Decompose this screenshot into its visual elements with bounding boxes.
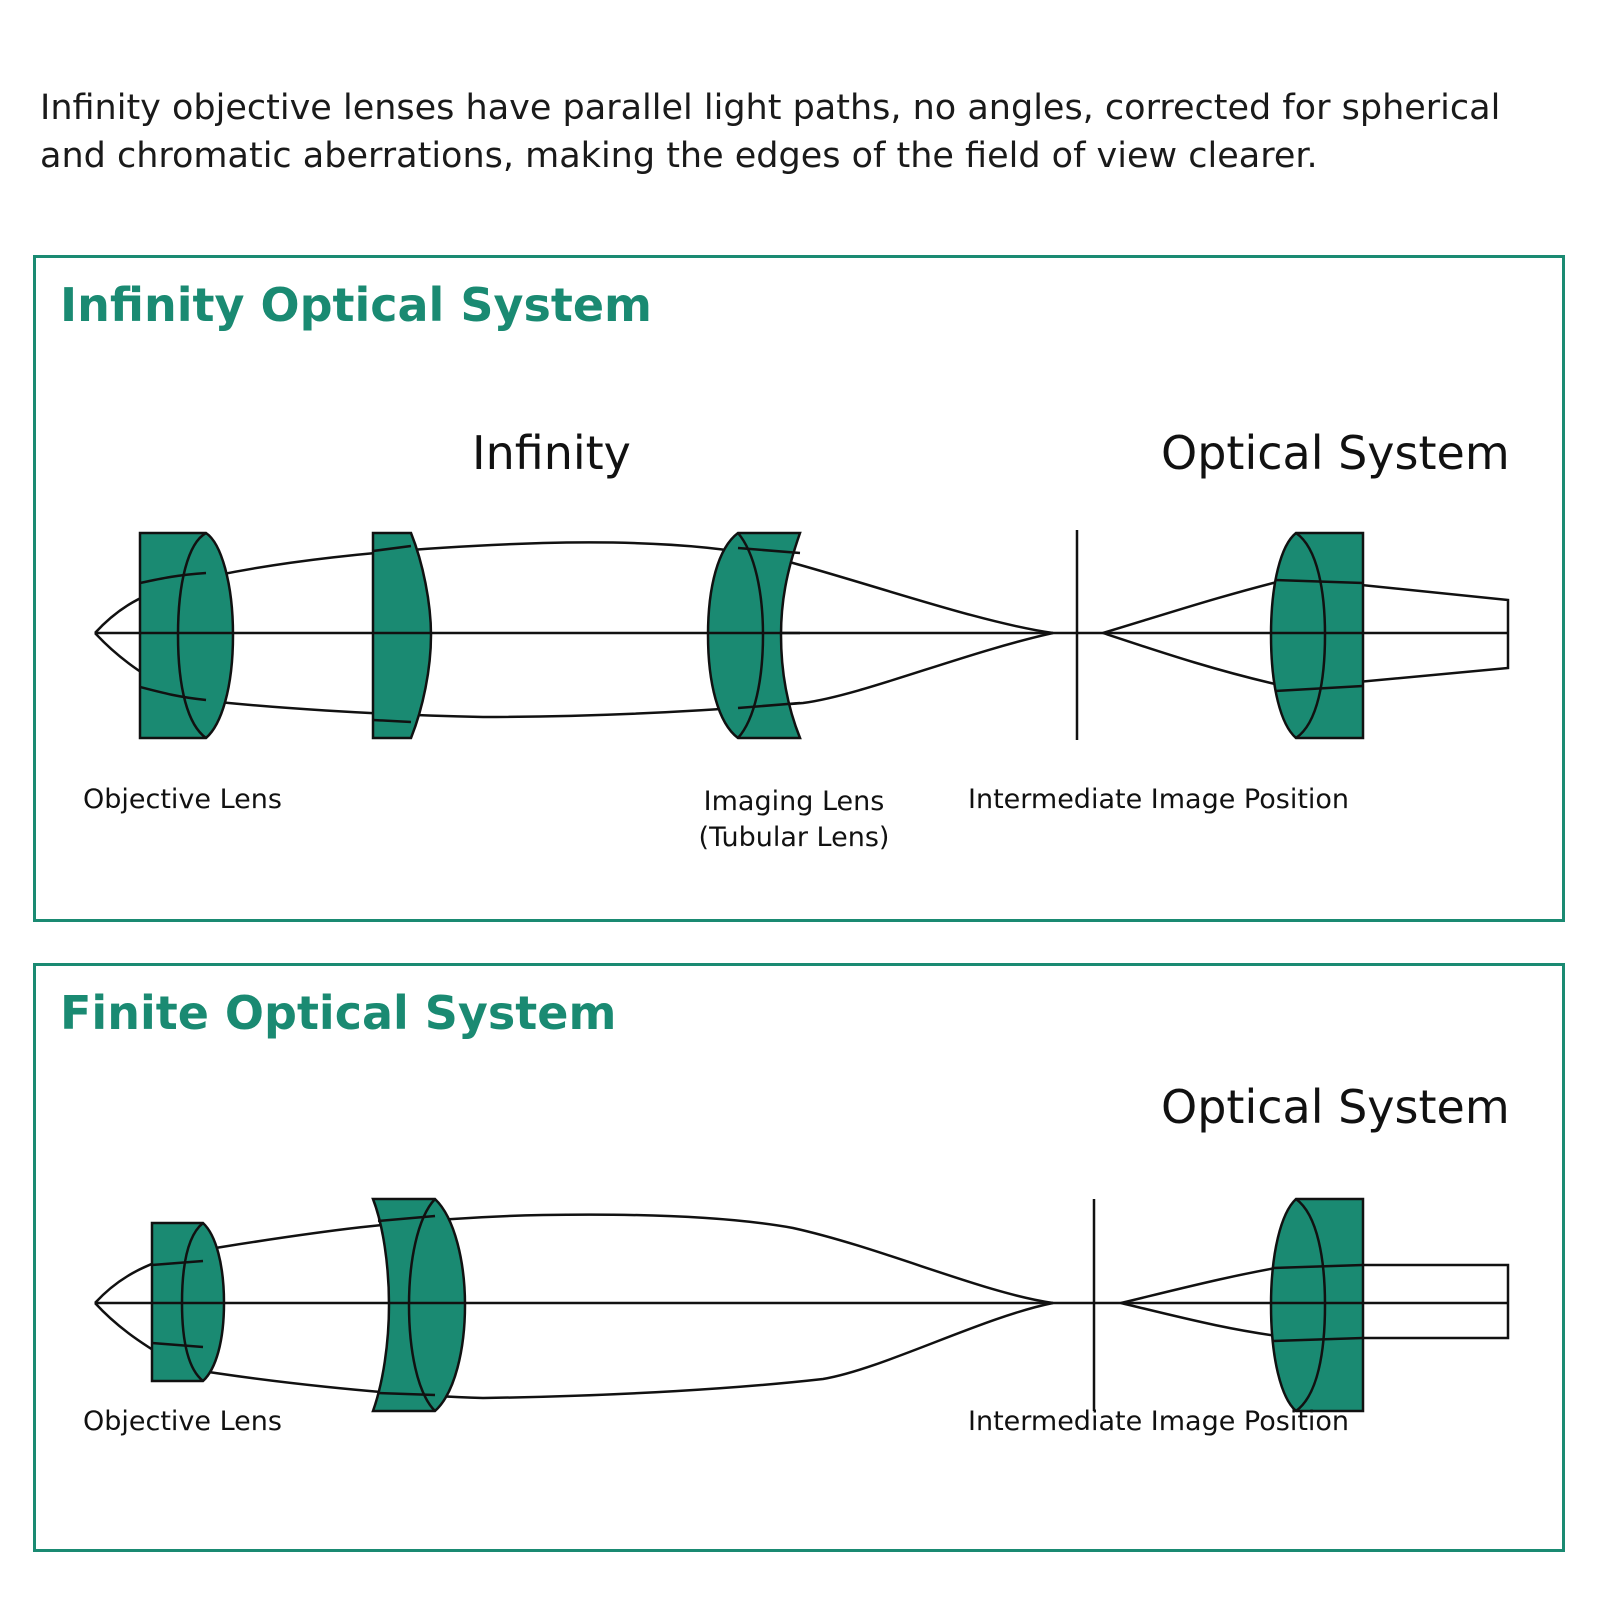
finite-optical-system-panel: Finite Optical System [33, 963, 1565, 1552]
infinity-panel-title: Infinity Optical System [60, 278, 652, 332]
finite-objective-lens-label: Objective Lens [83, 1406, 282, 1437]
finite-diagram [94, 1197, 1510, 1413]
imaging-lens-label-line-1: Imaging Lens [703, 786, 885, 817]
intro-text: Infinity objective lenses have parallel … [40, 84, 1570, 180]
intro-line-2: and chromatic aberrations, making the ed… [40, 136, 1318, 176]
finite-objective-lens [150, 1221, 226, 1383]
infinity-eyepiece-lens [1269, 531, 1365, 740]
imaging-lens-label-line-2: (Tubular Lens) [698, 822, 890, 853]
infinity-objective-lens [138, 531, 235, 740]
infinity-optical-system-label: Optical System [1161, 426, 1510, 480]
infinity-optical-system-panel: Infinity Optical System [33, 255, 1565, 922]
finite-eyepiece-lens [1269, 1197, 1365, 1413]
infinity-objective-lens-label: Objective Lens [83, 784, 282, 815]
infinity-objective-ray-through-upper [139, 571, 207, 585]
finite-optical-system-label: Optical System [1161, 1080, 1510, 1134]
infinity-intermediate-image-label: Intermediate Image Position [968, 784, 1350, 815]
finite-intermediate-image-label: Intermediate Image Position [968, 1406, 1350, 1437]
infinity-imaging-lens [706, 531, 802, 740]
infinity-ray-lower [94, 631, 1054, 719]
intro-line-1: Infinity objective lenses have parallel … [40, 88, 1501, 128]
imaging-lens-label: Imaging Lens (Tubular Lens) [679, 784, 909, 856]
infinity-second-lens [371, 531, 433, 740]
finite-second-lens [371, 1197, 467, 1413]
finite-right-ray [1120, 1263, 1510, 1340]
finite-ray-upper [94, 1213, 1054, 1305]
infinity-ray-upper [94, 541, 1054, 635]
infinity-diagram [94, 530, 1510, 740]
infinity-label: Infinity [472, 426, 631, 480]
finite-panel-title: Finite Optical System [60, 986, 617, 1040]
infinity-right-ray-upper [1102, 576, 1510, 690]
finite-ray-lower [94, 1301, 1054, 1400]
